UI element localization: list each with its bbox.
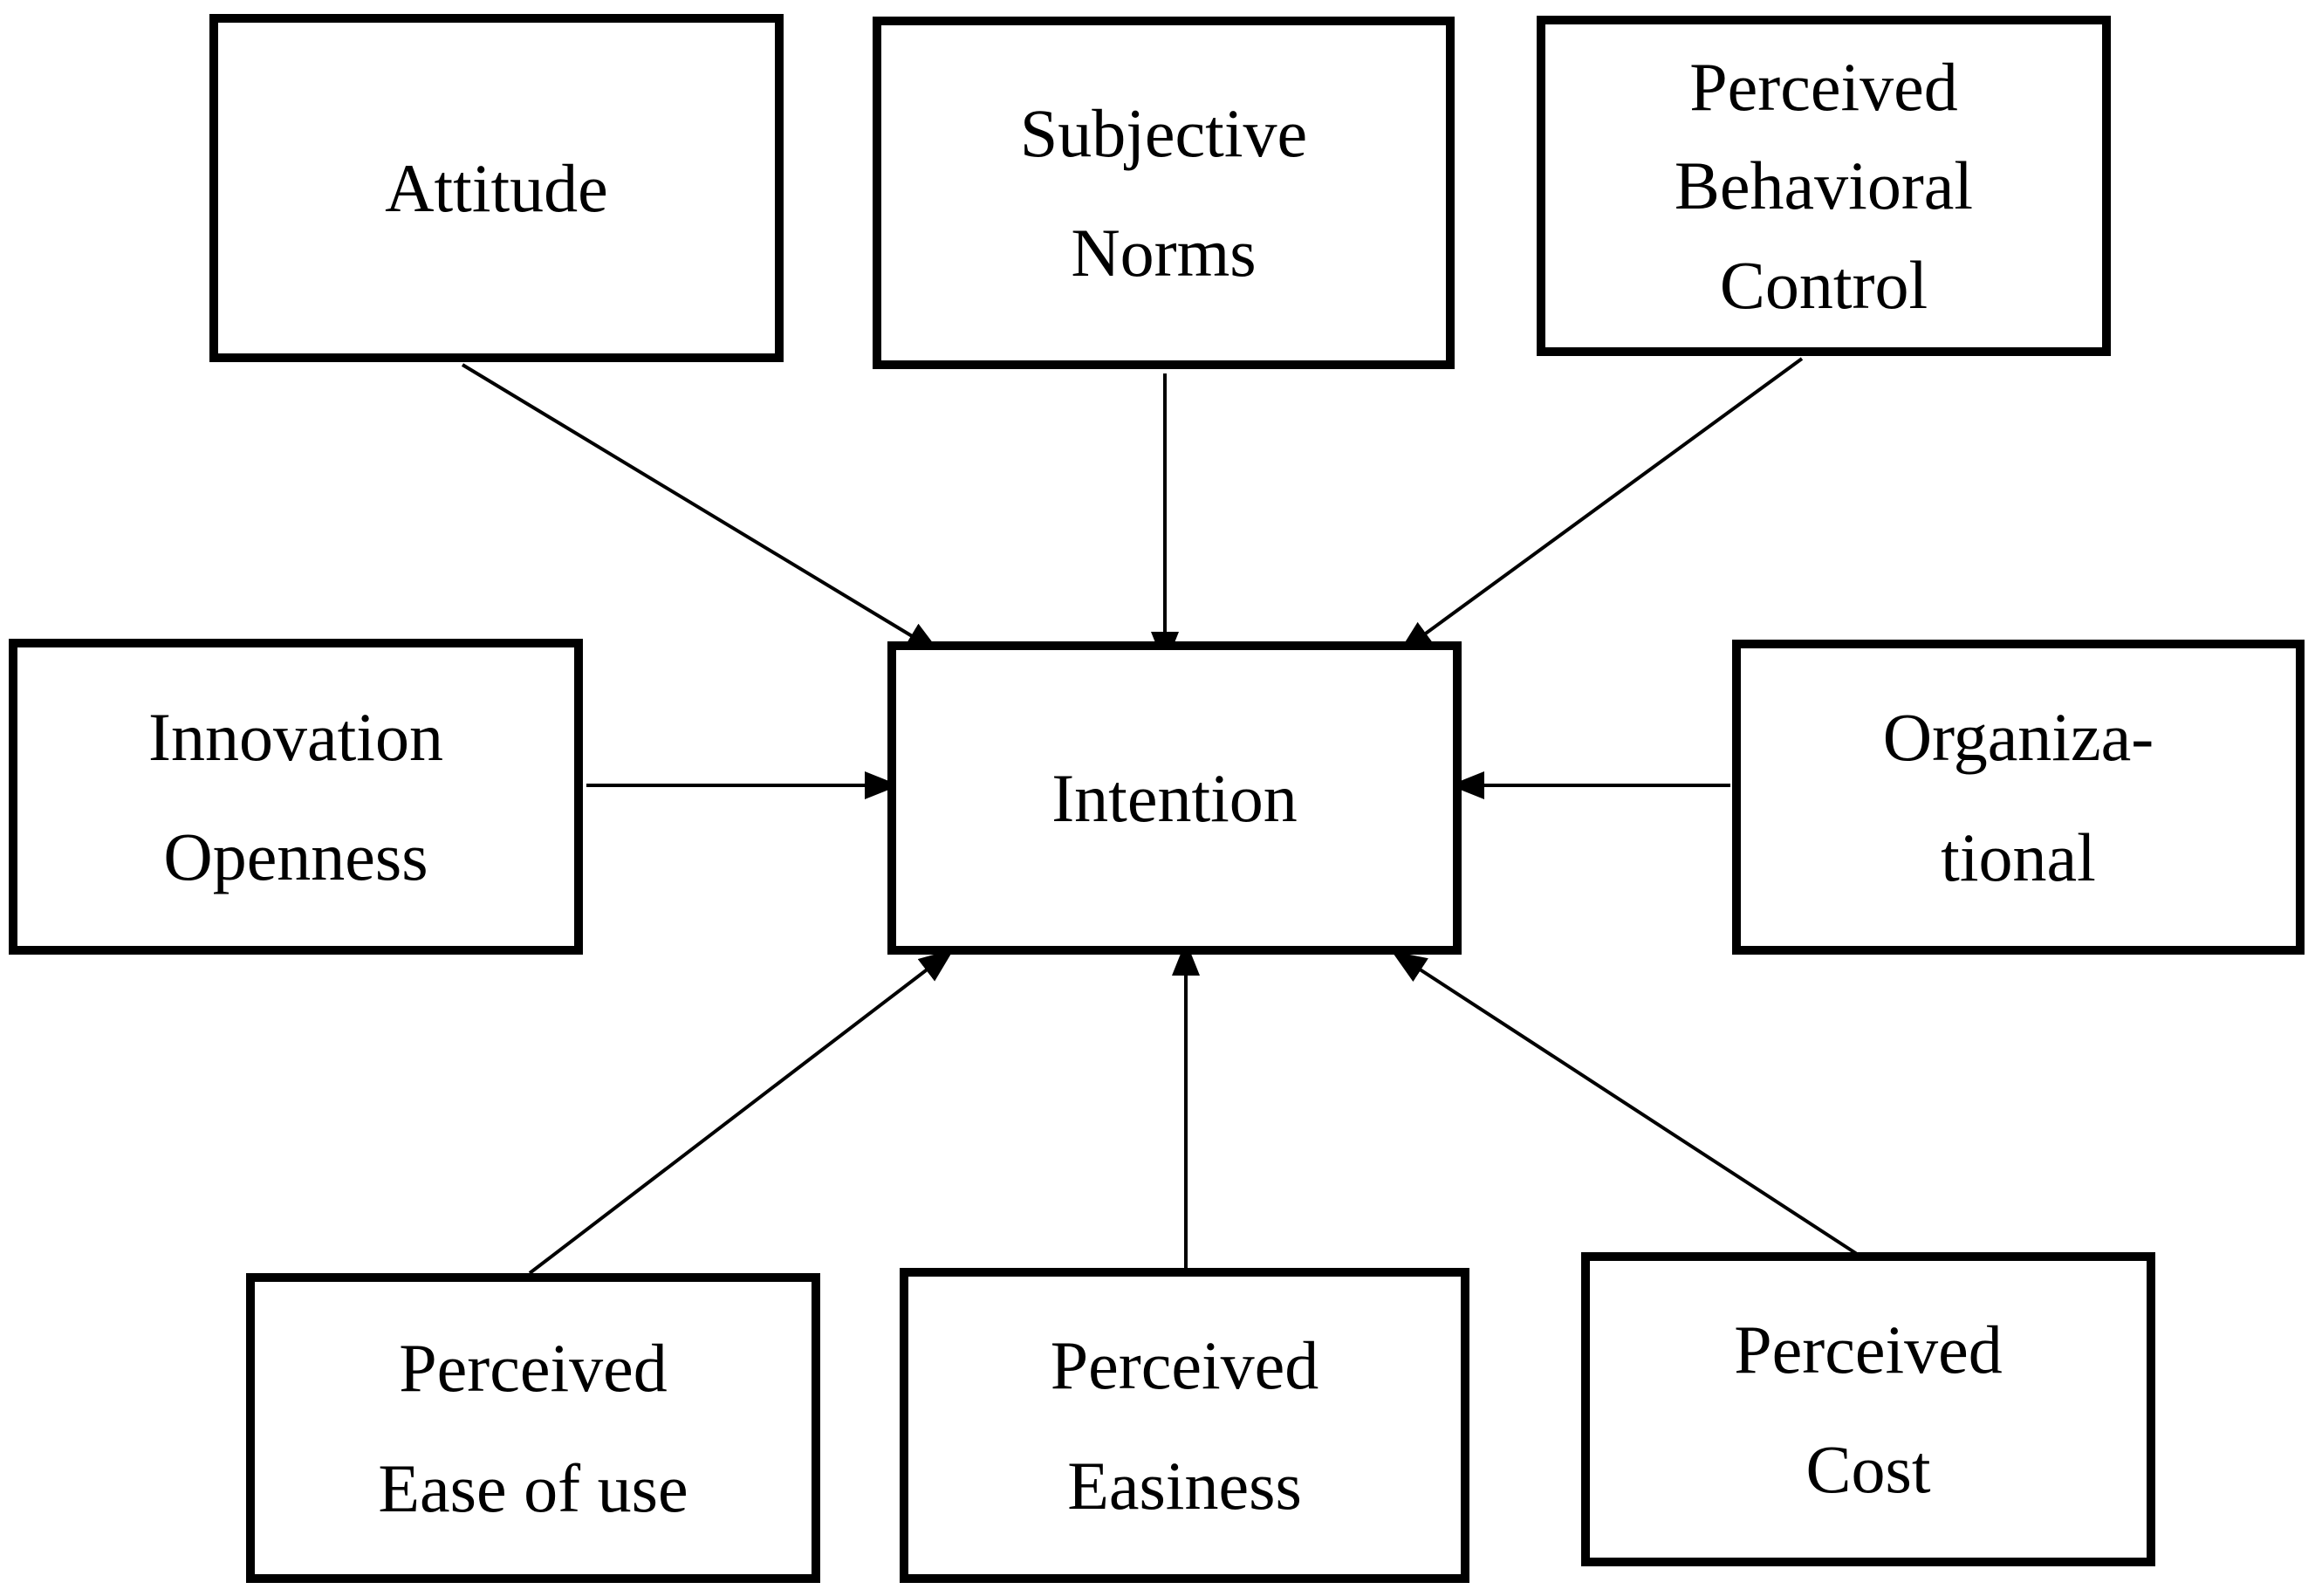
node-perceived-behavioral-control-label-line1: Perceived <box>1689 48 1958 125</box>
node-perceived-ease-of-use-label-line1: Perceived <box>399 1330 668 1407</box>
node-perceived-ease-of-use-label-line2: Ease of use <box>378 1449 688 1526</box>
node-attitude: Attitude <box>209 14 784 362</box>
node-intention: Intention <box>887 641 1462 955</box>
node-perceived-cost: Perceived Cost <box>1581 1252 2155 1566</box>
node-subjective-norms-label-line1: Subjective <box>1019 94 1308 171</box>
node-subjective-norms: Subjective Norms <box>873 17 1455 369</box>
node-organizational: Organiza- tional <box>1732 640 2305 955</box>
node-perceived-cost-label-line1: Perceived <box>1734 1311 2003 1387</box>
edge-perceived-cost-to-intention <box>1391 950 1859 1256</box>
node-intention-label: Intention <box>1051 759 1298 836</box>
node-perceived-behavioral-control-label-line3: Control <box>1719 246 1928 323</box>
node-perceived-easiness-label-line1: Perceived <box>1050 1327 1319 1404</box>
node-organizational-label-line1: Organiza- <box>1882 699 2154 776</box>
node-innovation-openness-label-line1: Innovation <box>148 698 443 775</box>
node-perceived-easiness-label-line2: Easiness <box>1067 1447 1302 1524</box>
edge-perceived-ease-of-use-to-intention <box>528 949 955 1275</box>
node-innovation-openness-label-line2: Openness <box>163 819 428 894</box>
node-perceived-behavioral-control: Perceived Behavioral Control <box>1537 16 2111 356</box>
node-attitude-label: Attitude <box>385 149 608 226</box>
edge-attitude-to-intention <box>461 363 942 654</box>
edge-perceived-behavioral-control-to-intention <box>1397 357 1804 654</box>
node-perceived-behavioral-control-label-line2: Behavioral <box>1674 147 1974 224</box>
node-perceived-cost-label-line2: Cost <box>1805 1431 1931 1507</box>
node-subjective-norms-label-line2: Norms <box>1071 215 1257 291</box>
node-organizational-label-line2: tional <box>1941 819 2096 895</box>
node-perceived-ease-of-use: Perceived Ease of use <box>246 1273 820 1583</box>
node-perceived-easiness: Perceived Easiness <box>900 1268 1469 1583</box>
node-innovation-openness: Innovation Openness <box>9 639 583 955</box>
